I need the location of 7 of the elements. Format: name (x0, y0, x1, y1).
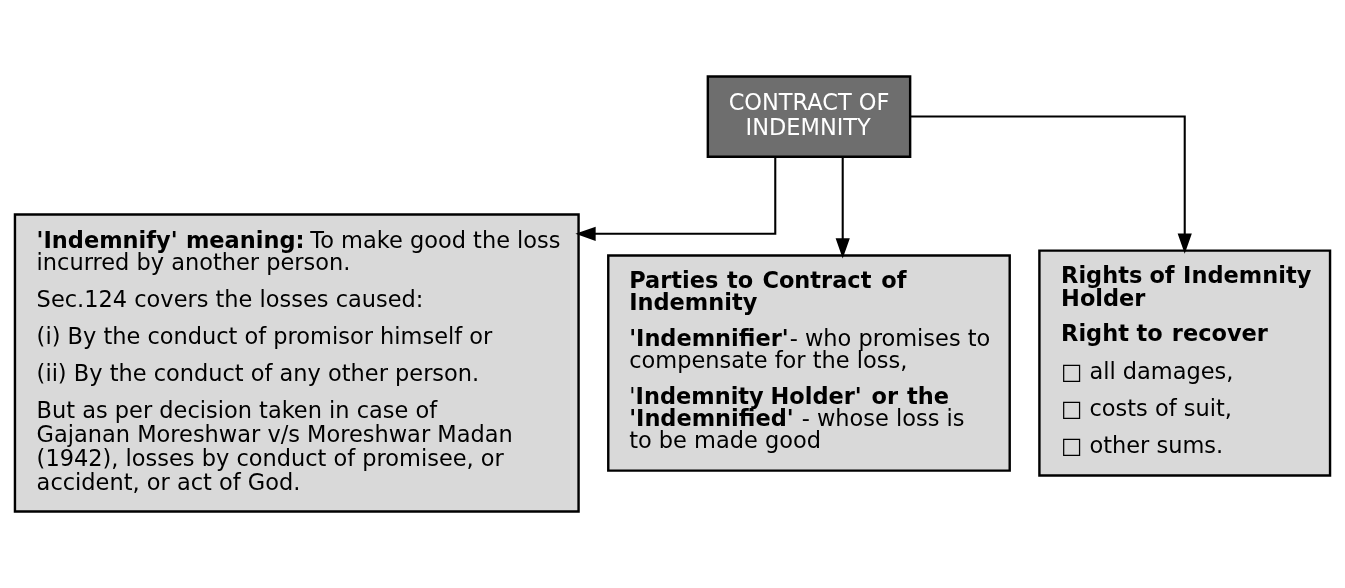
node-box: Parties to Contract of Indemnity 'Indemnifier'- who promises to compensate for the loss, 'Indemnity Holder' or the 'Indemnified' - whose loss is to be made good (607, 254, 1011, 472)
arrow (910, 115, 1192, 254)
node-box: CONTRACT OF INDEMNITY (706, 75, 912, 158)
node-box: Rights of Indemnity Holder Right to recover □ all damages, □ costs of suit, □ other sums. (1038, 249, 1332, 477)
arrow (575, 156, 777, 241)
node-box: 'Indemnify' meaning: To make good the loss incurred by another person. Sec.124 covers the losses caused: (i) By the conduct of promisor himself or (ii) By the conduct of any other person. But as per decision taken in case of Gajanan Moreshwar v/s Moreshwar Madan (1942), losses by conduct of promisee, or accident, or act of God. (13, 213, 580, 513)
arrow (835, 156, 850, 259)
